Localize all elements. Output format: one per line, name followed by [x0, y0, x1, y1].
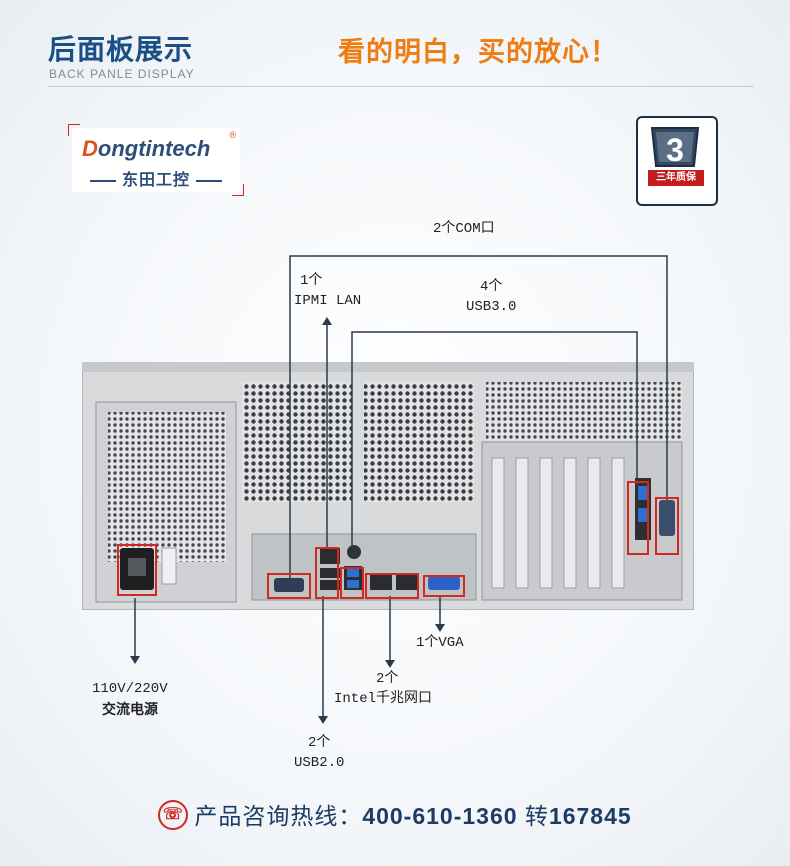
- rj45-port-icon: [370, 574, 392, 590]
- logo-text-cn: 东田工控: [68, 166, 244, 190]
- vga-port-icon: [428, 576, 460, 590]
- warranty-badge: 3 三年质保: [636, 116, 718, 206]
- callout-lan-count: 2个: [376, 671, 399, 687]
- callout-usb3-count: 4个: [480, 279, 503, 295]
- page-subtitle: BACK PANLE DISPLAY: [49, 67, 195, 81]
- contact-hotline: ☏产品咨询热线：400-610-1360 转167845: [0, 796, 790, 836]
- chassis-back-panel: [82, 362, 694, 610]
- chassis-drawing: [82, 362, 694, 610]
- brand-logo: Dongtintech ® 东田工控: [68, 124, 244, 196]
- callout-power-voltage: 110V/220V: [92, 681, 168, 697]
- callout-usb2-count: 2个: [308, 735, 331, 751]
- header-divider: [48, 86, 754, 87]
- hotline-ext-label: 转: [524, 803, 549, 829]
- registered-mark: ®: [229, 130, 236, 140]
- callout-power-name: 交流电源: [102, 703, 158, 719]
- page-title: 后面板展示: [48, 34, 194, 65]
- callout-ipmi-count: 1个: [300, 273, 323, 289]
- warranty-caption: 三年质保: [648, 170, 704, 186]
- callout-com: 2个COM口: [433, 221, 495, 237]
- shield-icon: 3: [650, 127, 700, 168]
- callout-vga: 1个VGA: [416, 635, 464, 651]
- callout-lan-name: Intel千兆网口: [334, 691, 433, 707]
- hotline-number[interactable]: 400-610-1360: [362, 803, 518, 829]
- hotline-label: 产品咨询热线：: [194, 803, 363, 829]
- slogan: 看的明白，买的放心！: [338, 37, 618, 67]
- callout-usb2-name: USB2.0: [294, 755, 345, 771]
- logo-text-en: Dongtintech: [82, 136, 211, 161]
- serial-port-icon: [659, 500, 675, 536]
- usb-port-icon: [638, 486, 648, 500]
- hotline-ext: 167845: [548, 803, 632, 829]
- callout-ipmi-name: IPMI LAN: [294, 293, 362, 309]
- warranty-digit: 3: [666, 132, 684, 168]
- callout-usb3-name: USB3.0: [466, 299, 517, 315]
- phone-icon: ☏: [158, 799, 189, 830]
